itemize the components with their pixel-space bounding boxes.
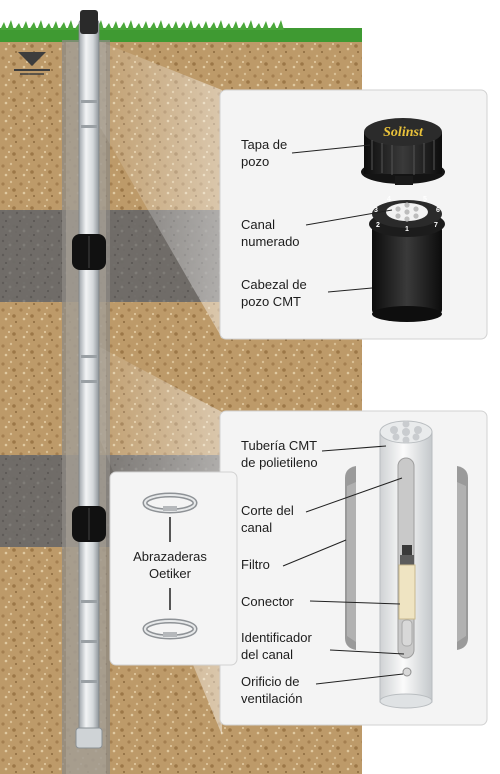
- leader-conector: [309, 600, 401, 605]
- label-filtro: Filtro: [241, 557, 270, 572]
- pipe-top-cap: [80, 10, 98, 34]
- cap-brand-text: Solinst: [383, 125, 424, 140]
- label-orificio-de-ventilacion: Orificio de ventilación: [241, 674, 303, 706]
- well-cap-icon: [361, 118, 445, 185]
- label-canal-numerado: Canal numerado: [241, 217, 300, 249]
- pipe-ports: [81, 100, 97, 683]
- leader-tuberia: [321, 445, 387, 452]
- channel-number-4: 4: [387, 196, 391, 203]
- leader-identificador: [329, 649, 405, 655]
- channel-number-7: 7: [434, 222, 438, 229]
- clamp-lower-icon: [142, 618, 198, 640]
- channel-number-1: 1: [405, 226, 409, 233]
- leader-canal: [305, 209, 393, 226]
- label-identificador-del-canal: Identificador del canal: [241, 630, 312, 662]
- well-head-icon: [369, 200, 445, 322]
- channel-holes: [395, 202, 419, 222]
- packer-upper: [72, 234, 106, 270]
- label-corte-del-canal: Corte del canal: [241, 503, 294, 535]
- packer-lower: [72, 506, 106, 542]
- leader-corte: [305, 477, 403, 513]
- water-table-icon: [14, 52, 50, 75]
- channel-identifier-icon: [401, 619, 413, 647]
- connector-icon: [398, 564, 416, 620]
- label-conector: Conector: [241, 594, 294, 609]
- beam-top: [96, 40, 222, 338]
- channel-number-2: 2: [376, 222, 380, 229]
- grass-strip: [0, 28, 362, 42]
- clamp-upper-icon: [142, 492, 198, 514]
- cmt-pipe: [78, 19, 100, 749]
- clamps-panel: [109, 471, 238, 666]
- pipe-end-plug: [75, 727, 103, 749]
- label-tapa-de-pozo: Tapa de pozo: [241, 137, 288, 169]
- leader-tapa: [291, 144, 371, 154]
- leader-orificio: [315, 673, 404, 685]
- leader-filtro: [282, 539, 347, 567]
- vent-hole-icon: [402, 667, 412, 677]
- channel-number-5: 5: [423, 196, 427, 203]
- label-abrazaderas-oetiker: Abrazaderas Oetiker: [133, 549, 207, 581]
- channel-number-labels: 1 2 3 4 5 6 7: [374, 196, 440, 233]
- leader-cabezal: [327, 287, 373, 293]
- label-cabezal-de-pozo: Cabezal de pozo CMT: [241, 277, 307, 309]
- label-tuberia-cmt: Tubería CMT de polietileno: [241, 438, 318, 470]
- grass-blades: [0, 20, 284, 30]
- channel-number-3: 3: [374, 207, 378, 214]
- channel-number-6: 6: [436, 207, 440, 214]
